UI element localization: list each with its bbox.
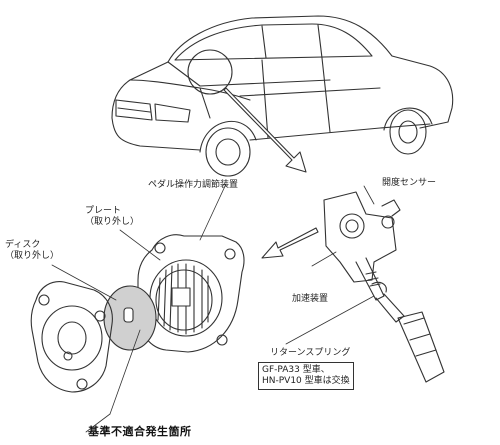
- opening-sensor-label: 開度センサー: [382, 178, 437, 188]
- arrow-pedal-to-parts: [261, 227, 319, 259]
- replace-note-box: GF-PA33 型車、 HN-PV10 型車は交換: [258, 362, 354, 390]
- plate-label-line1: プレート: [85, 206, 122, 216]
- disc-part: [30, 281, 113, 393]
- pedal-adjuster-label: ペダル操作力調節装置: [148, 180, 239, 190]
- plate-label: プレート （取り外し）: [82, 204, 142, 230]
- pedal-assembly: [323, 191, 445, 383]
- disc-label: ディスク （取り外し）: [2, 238, 62, 264]
- arrow-car-to-pedal: [223, 87, 307, 173]
- defect-location-label: 基準不適合発生箇所: [88, 425, 192, 438]
- replace-note-line1: GF-PA33 型車、: [262, 365, 330, 375]
- replace-note-line2: HN-PV10 型車は交換: [262, 376, 350, 386]
- disc-label-line2: （取り外し）: [5, 251, 60, 261]
- accelerator-label: 加速装置: [292, 294, 329, 304]
- car-illustration: [111, 15, 454, 177]
- plate-part: [103, 285, 157, 351]
- leader-lines: [51, 183, 375, 433]
- return-spring-label: リターンスプリング: [270, 348, 351, 358]
- plate-label-line2: （取り外し）: [85, 217, 140, 227]
- housing-part: [137, 234, 245, 353]
- disc-label-line1: ディスク: [5, 240, 41, 250]
